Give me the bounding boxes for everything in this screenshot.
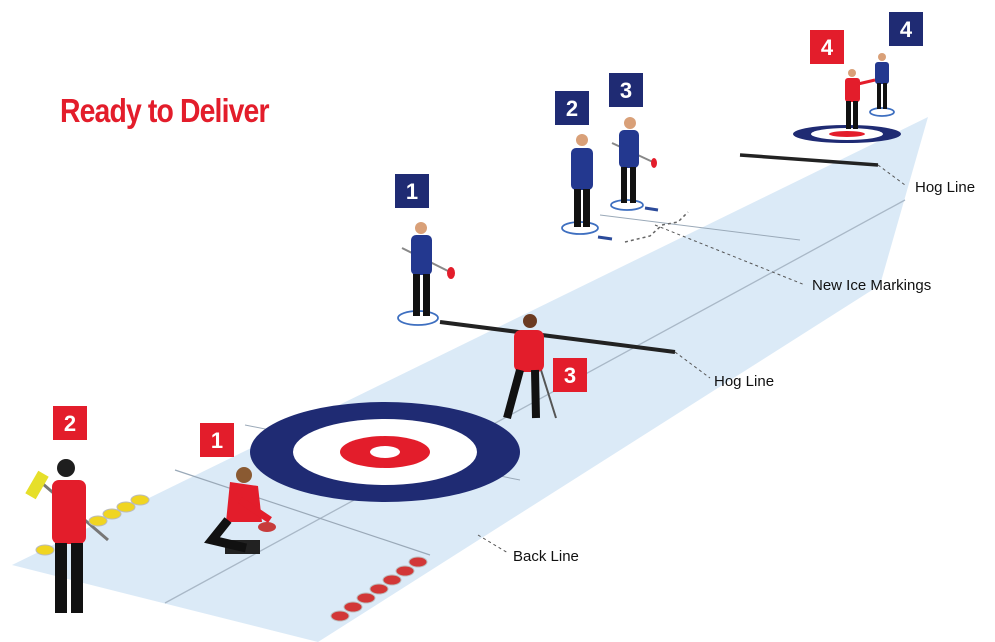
svg-text:3: 3 — [620, 78, 632, 103]
player-blue-2 — [571, 134, 593, 227]
svg-text:1: 1 — [211, 428, 223, 453]
label-hog-line-far: Hog Line — [915, 179, 975, 196]
svg-text:2: 2 — [64, 411, 76, 436]
player-blue-1 — [401, 222, 455, 316]
label-new-ice-markings: New Ice Markings — [812, 277, 931, 294]
player-red-3 — [503, 314, 557, 420]
red-stones — [330, 556, 428, 622]
badge-red-3: 3 — [553, 358, 587, 392]
tee-line-near — [174, 469, 431, 556]
label-back-line: Back Line — [513, 548, 579, 565]
yellow-stones — [35, 494, 150, 556]
leader-lines — [477, 164, 906, 554]
svg-text:1: 1 — [406, 179, 418, 204]
page-title: Ready to Deliver — [60, 92, 270, 129]
player-red-1 — [204, 467, 276, 554]
badge-blue-3: 3 — [609, 73, 643, 107]
house-far — [793, 125, 901, 143]
badge-red-4: 4 — [810, 30, 844, 64]
svg-text:2: 2 — [566, 96, 578, 121]
label-hog-line-near: Hog Line — [714, 373, 774, 390]
badge-blue-2: 2 — [555, 91, 589, 125]
player-red-4 — [845, 69, 876, 129]
new-ice-markings — [597, 206, 689, 243]
badge-blue-4: 4 — [889, 12, 923, 46]
svg-text:4: 4 — [900, 17, 913, 42]
svg-text:3: 3 — [564, 363, 576, 388]
player-blue-3 — [611, 117, 657, 203]
badge-red-2: 2 — [53, 406, 87, 440]
tee-line-far — [599, 214, 801, 241]
player-red-2 — [25, 459, 109, 613]
hog-line-near — [439, 320, 676, 354]
ice-sheet — [12, 117, 928, 642]
hog-line-far — [739, 153, 879, 167]
badge-red-1: 1 — [200, 423, 234, 457]
house-near — [250, 402, 520, 502]
player-blue-4 — [875, 53, 889, 109]
svg-text:4: 4 — [821, 35, 834, 60]
badge-blue-1: 1 — [395, 174, 429, 208]
